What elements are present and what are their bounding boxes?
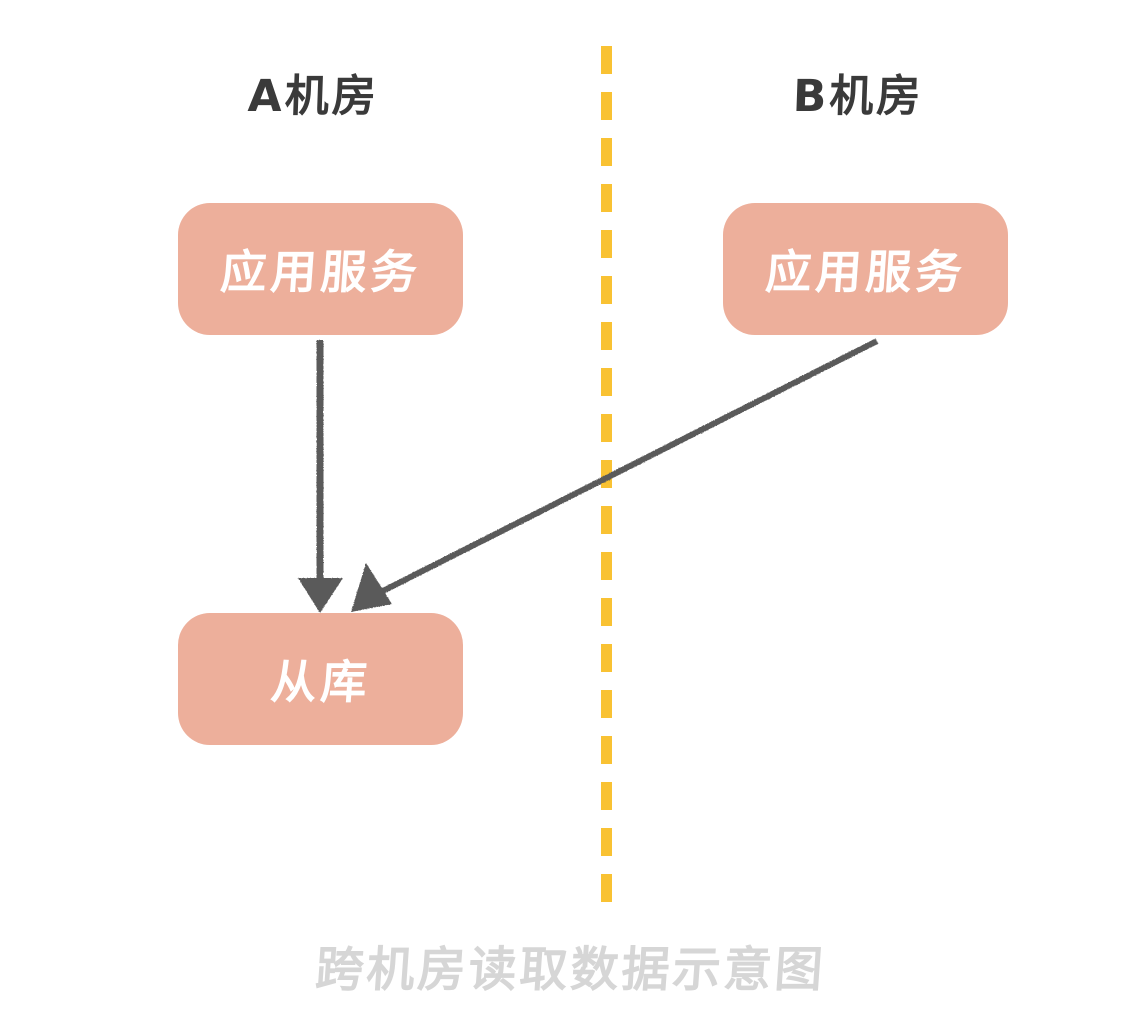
diagram-caption: 跨机房读取数据示意图 [313,942,828,998]
node-app-service-a-label: 应用服务 [218,245,423,299]
zone-title-a: A机房 [246,71,380,122]
node-slave-db[interactable]: 从库 [178,613,463,745]
edge-app-a-arrowhead [298,578,343,613]
edge-app-b-to-slave-db [351,338,879,612]
zone-divider [601,46,612,908]
node-app-service-a[interactable]: 应用服务 [178,203,463,335]
node-app-service-b[interactable]: 应用服务 [723,203,1008,335]
edge-app-a-to-slave-db [298,340,343,613]
node-app-service-b-label: 应用服务 [763,245,968,299]
edge-app-b-arrowhead [351,563,392,612]
edge-app-b-shaft [379,338,879,595]
zone-title-b: B机房 [791,71,925,122]
node-slave-db-label: 从库 [268,655,373,709]
